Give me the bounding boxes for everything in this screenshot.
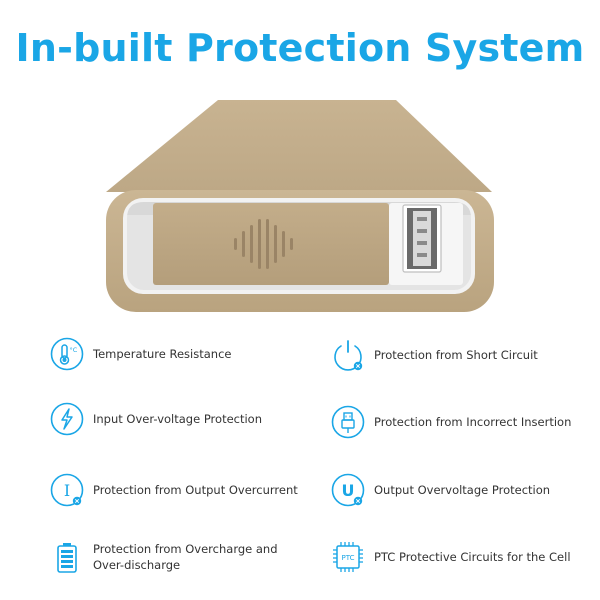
feature-input-overvoltage: Input Over-voltage Protection bbox=[50, 402, 262, 436]
feature-label: Protection from Incorrect Insertion bbox=[374, 415, 572, 429]
power-bank-image bbox=[100, 95, 500, 320]
feature-label: Input Over-voltage Protection bbox=[93, 412, 263, 426]
feature-label: Over-discharge bbox=[93, 558, 181, 572]
page-title: In-built Protection System bbox=[15, 26, 585, 70]
voltage-symbol: U bbox=[342, 481, 355, 500]
current-icon: I bbox=[50, 473, 84, 507]
ptc-label: PTC bbox=[342, 554, 355, 562]
feature-ptc-circuits: PTC PTC Protective Circuits for the Cell bbox=[331, 540, 571, 574]
feature-overcharge: Protection from Overcharge and Over-disc… bbox=[50, 540, 278, 574]
thermometer-icon: °C bbox=[50, 337, 84, 371]
feature-incorrect-insertion: Protection from Incorrect Insertion bbox=[331, 405, 571, 439]
feature-label: Temperature Resistance bbox=[93, 347, 232, 361]
current-symbol: I bbox=[64, 481, 70, 500]
feature-label: Protection from Overcharge and bbox=[93, 542, 278, 556]
feature-output-overcurrent: I Protection from Output Overcurrent bbox=[50, 473, 298, 507]
feature-output-overvoltage: U Output Overvoltage Protection bbox=[331, 473, 550, 507]
feature-label: Protection from Short Circuit bbox=[374, 348, 538, 362]
lightning-icon bbox=[50, 402, 84, 436]
chip-icon: PTC bbox=[331, 540, 365, 574]
feature-label: Protection from Output Overcurrent bbox=[93, 483, 298, 497]
battery-icon bbox=[50, 540, 84, 574]
feature-short-circuit: Protection from Short Circuit bbox=[331, 338, 538, 372]
power-icon bbox=[331, 338, 365, 372]
celsius-label: °C bbox=[70, 346, 78, 354]
feature-label: PTC Protective Circuits for the Cell bbox=[374, 550, 571, 564]
feature-label: Output Overvoltage Protection bbox=[374, 483, 551, 497]
feature-temperature: °C Temperature Resistance bbox=[50, 337, 231, 371]
voltage-icon: U bbox=[331, 473, 365, 507]
usb-plug-icon bbox=[331, 405, 365, 439]
